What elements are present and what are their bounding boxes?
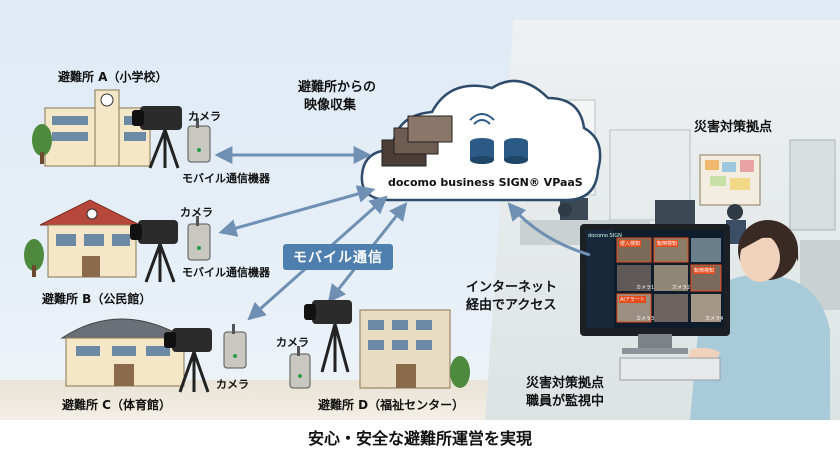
monitor-tile-label: 侵入検知: [619, 240, 642, 247]
label-staff-1: 災害対策拠点: [526, 376, 605, 391]
label-shelter-a: 避難所 A（小学校）: [58, 70, 168, 84]
shelter-a-camera: [132, 106, 211, 169]
monitor-tiles: [616, 237, 722, 323]
shelter-b-building: [24, 199, 141, 278]
monitor-tile-label: AIアラート: [619, 296, 646, 303]
diagram-scene: 避難所 A（小学校） カメラ モバイル通信機器 カメラ モバイル通信機器 避難所…: [0, 0, 840, 420]
label-shelter-c: 避難所 C（体育館）: [62, 398, 171, 412]
monitor-tile-label: カメラ1: [636, 285, 655, 291]
label-hq: 災害対策拠点: [694, 120, 773, 135]
shelter-c-building: [60, 318, 187, 387]
label-shelter-b: 避難所 B（公民館）: [42, 292, 152, 306]
shelter-b-camera: [130, 216, 211, 283]
label-camera-b: カメラ: [180, 206, 213, 219]
label-camera-c: カメラ: [216, 378, 249, 391]
monitor-tile-label: 転倒検知: [656, 240, 679, 247]
monitor-tile-label: 転倒検知: [693, 267, 716, 274]
monitor-tile-label: カメラ2: [672, 285, 691, 291]
label-video-collection-2: 映像収集: [304, 98, 357, 113]
page-caption: 安心・安全な避難所運営を実現: [0, 420, 840, 458]
label-internet-2: 経由でアクセス: [466, 298, 557, 313]
label-camera-a: カメラ: [188, 110, 221, 123]
mobile-comm-badge: モバイル通信: [283, 244, 393, 270]
label-internet-1: インターネット: [466, 280, 558, 295]
shelter-d-building: [359, 309, 470, 389]
monitor-tile-label: カメラ4: [705, 316, 724, 322]
shelter-d-camera: [289, 300, 352, 389]
monitor-tile-label: カメラ3: [636, 316, 655, 322]
label-video-collection-1: 避難所からの: [298, 80, 377, 95]
label-shelter-d: 避難所 D（福祉センター）: [318, 398, 465, 412]
office-interior: [504, 99, 840, 310]
shelter-c-camera: [164, 324, 247, 393]
shelter-a-building: [32, 89, 151, 167]
label-mobile-device-b: モバイル通信機器: [182, 266, 270, 279]
monitor-logo: docomo SIGN: [588, 233, 622, 239]
label-staff-2: 職員が監視中: [526, 394, 605, 409]
cloud-service-name: docomo business SIGN® VPaaS: [388, 176, 583, 189]
label-camera-d: カメラ: [276, 336, 309, 349]
illustration: [24, 79, 840, 420]
label-mobile-device-a: モバイル通信機器: [182, 172, 270, 185]
